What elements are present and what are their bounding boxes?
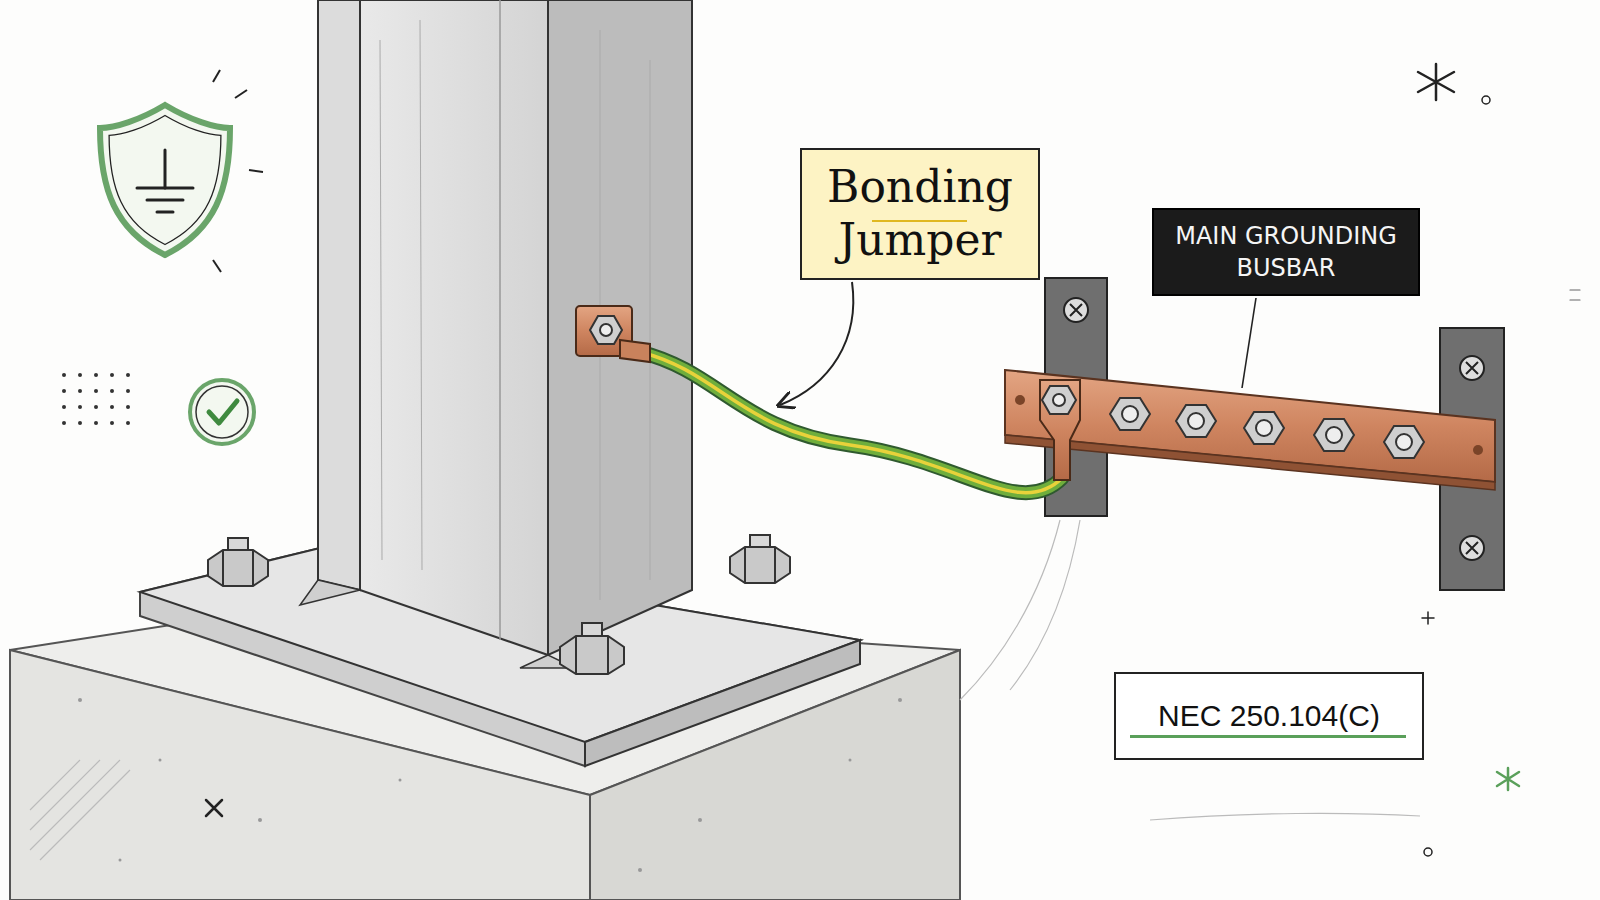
grounding-busbar bbox=[1005, 370, 1495, 490]
busbar-lug bbox=[1040, 380, 1080, 480]
anchor-nuts bbox=[208, 535, 790, 674]
callout-box: Bonding Jumper bbox=[800, 148, 1040, 280]
accent-underline bbox=[872, 220, 967, 222]
part-label-box: MAIN GROUNDING BUSBAR bbox=[1152, 208, 1420, 296]
callout-arrow bbox=[780, 282, 853, 405]
leader-line bbox=[1242, 298, 1256, 388]
bonding-cable bbox=[640, 352, 1062, 493]
steel-column bbox=[300, 0, 692, 668]
decorations bbox=[206, 64, 1580, 856]
grounding-shield-icon bbox=[100, 70, 263, 272]
node-text: NEC 250.104(C) bbox=[1158, 698, 1380, 734]
accent-underline bbox=[1130, 735, 1406, 738]
dot-grid bbox=[62, 373, 130, 425]
check-icon bbox=[190, 380, 254, 444]
code-reference-box: NEC 250.104(C) bbox=[1114, 672, 1424, 760]
node-text: Bonding Jumper bbox=[814, 161, 1026, 267]
column-lug bbox=[576, 306, 650, 362]
node-text: MAIN GROUNDING BUSBAR bbox=[1168, 220, 1404, 285]
